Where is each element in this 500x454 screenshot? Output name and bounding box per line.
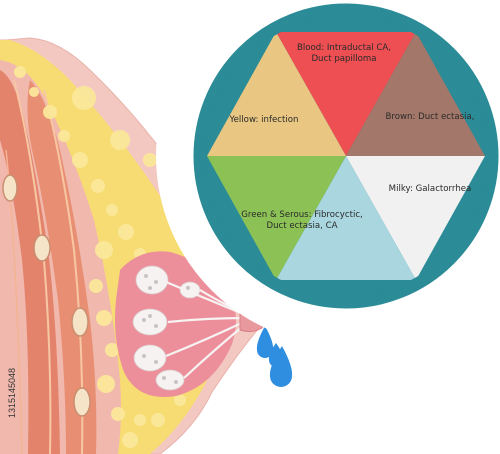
lobules [132, 265, 201, 391]
segment-green [207, 156, 346, 280]
lobule-dots [142, 274, 190, 384]
segment-brown [346, 32, 485, 156]
muscle-band [27, 80, 97, 454]
segment-yellow [207, 32, 346, 156]
label-milky: Milky: Galactorrhea [389, 184, 472, 194]
label-blood-line1: Blood: Intraductal CA, [297, 43, 391, 53]
breast-cross-section [0, 37, 266, 454]
drop [269, 346, 293, 387]
label-blood-line2: Duct papilloma [311, 54, 376, 64]
stock-image-id: 1315145048 [7, 368, 17, 418]
rib [33, 234, 51, 262]
muscle-band [0, 70, 60, 454]
label-brown: Brown: Duct ectasia, [385, 112, 474, 122]
discharge-color-wheel: Blood: Intraductal CA, Duct papilloma Ye… [156, 0, 500, 346]
segment-milky [346, 156, 485, 280]
label-green-line1: Green & Serous: Fibrocyctic, [241, 210, 363, 220]
segment-blue [276, 156, 416, 280]
wheel-rim [193, 3, 499, 309]
mammary-glands [115, 251, 249, 397]
wheel-outer-mask [156, 0, 500, 346]
label-yellow: Yellow: infection [229, 115, 299, 125]
rib [73, 387, 91, 417]
label-green-line2: Duct ectasia, CA [266, 221, 337, 231]
rib [71, 307, 89, 337]
discharge-drops [256, 326, 293, 387]
segment-red [276, 32, 416, 156]
rib [2, 174, 18, 202]
drop [256, 326, 274, 358]
